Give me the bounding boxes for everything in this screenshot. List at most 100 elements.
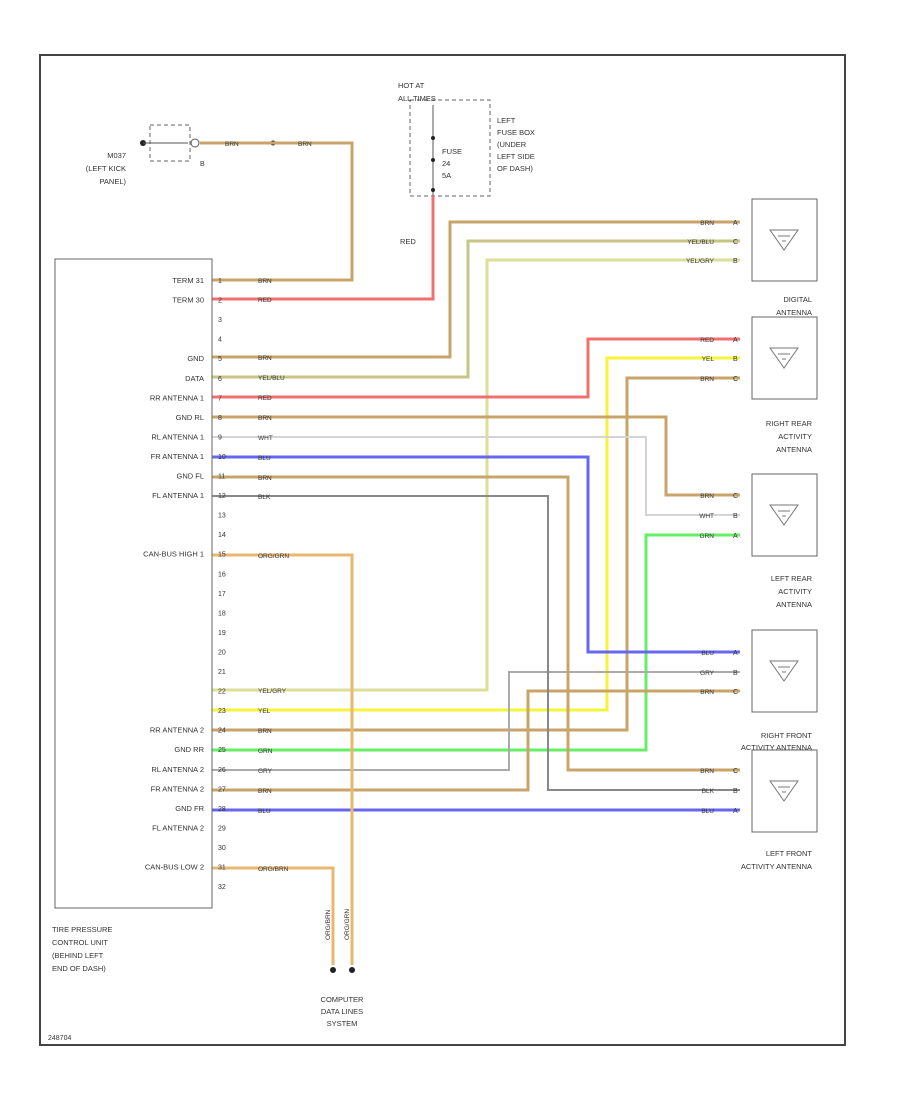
pin-label: TERM 30 — [172, 296, 204, 305]
hot-at-label-2: ALL TIMES — [398, 94, 436, 103]
left-rear-antenna-icon — [769, 504, 799, 526]
wire-lf-brn — [212, 475, 740, 772]
digital-antenna-icon — [769, 229, 799, 251]
pin-label: GND — [187, 354, 204, 363]
pin-label: RR ANTENNA 2 — [150, 726, 204, 735]
rr-pin-b: B — [733, 356, 738, 363]
wire-label-p23: YEL — [258, 708, 271, 715]
wire-label-rf2: GRY — [700, 670, 715, 677]
pin-label: RL ANTENNA 2 — [151, 765, 204, 774]
pin-label: FR ANTENNA 2 — [151, 784, 204, 793]
fuse-symbol — [431, 105, 435, 196]
pin-number: 20 — [218, 650, 226, 657]
wire-lf-blk — [212, 495, 740, 791]
right-front-antenna-box — [751, 629, 818, 713]
wire-label-lr1: BRN — [700, 493, 714, 500]
wire-label-lf3: BLU — [701, 808, 714, 815]
wire-label-p27: BRN — [258, 788, 272, 795]
wire-label-lr3: GRN — [700, 533, 715, 540]
wire-lr-grn — [212, 533, 740, 752]
right-rear-label-3: ANTENNA — [776, 445, 812, 454]
digital-antenna-label-2: ANTENNA — [776, 308, 812, 317]
pin-number: 19 — [218, 630, 226, 637]
pin-label: GND RL — [176, 413, 204, 422]
wire-label-p7: RED — [258, 395, 272, 402]
lr-pin-a: A — [733, 533, 738, 540]
wire-canbus-low — [212, 866, 335, 965]
wire-label-p31: ORG/BRN — [258, 866, 289, 873]
rf-pin-a: A — [733, 650, 738, 657]
ground-label-2: (LEFT KICK — [86, 164, 126, 173]
fuse-box-outline — [409, 99, 491, 197]
wire-label-p9: WHT — [258, 435, 273, 442]
pin-number: 18 — [218, 610, 226, 617]
pin-number: 22 — [218, 689, 226, 696]
pin-number: 29 — [218, 825, 226, 832]
wire-digital-brn — [212, 220, 740, 359]
wire-rr-yel — [212, 356, 740, 712]
pin-number: 2 — [218, 298, 222, 305]
pin-number: 9 — [218, 434, 222, 441]
left-rear-label-1: LEFT REAR — [771, 574, 813, 583]
wire-label-p8: BRN — [258, 415, 272, 422]
pin-number: 12 — [218, 493, 226, 500]
wire-label-p26: GRY — [258, 768, 273, 775]
pin-number: 24 — [218, 728, 226, 735]
right-rear-label-1: RIGHT REAR — [766, 419, 813, 428]
wire-label-p2: RED — [258, 297, 272, 304]
pin-number: 8 — [218, 415, 222, 422]
hot-at-label-1: HOT AT — [398, 81, 425, 90]
pin-label: GND FR — [175, 804, 204, 813]
wire-label-ground-2: BRN — [298, 141, 312, 148]
computer-data-label-3: SYSTEM — [327, 1019, 358, 1028]
dig-pin-a: A — [733, 220, 738, 227]
wire-label-cd1: ORG/BRN — [325, 909, 332, 940]
right-front-antenna-icon — [769, 660, 799, 682]
pin-number: 16 — [218, 571, 226, 578]
lr-pin-b: B — [733, 513, 738, 520]
pin-number: 27 — [218, 786, 226, 793]
left-rear-label-3: ANTENNA — [776, 600, 812, 609]
wire-label-dig2: YEL/BLU — [687, 239, 714, 246]
fuse-box-label-4: LEFT SIDE — [497, 152, 535, 161]
rr-pin-c: C — [733, 376, 738, 383]
lf-pin-b: B — [733, 788, 738, 795]
pin-number: 31 — [218, 865, 226, 872]
wire-ground-brn — [200, 141, 354, 282]
wire-rf-blu — [212, 455, 740, 654]
wire-label-p11: BRN — [258, 475, 272, 482]
wire-label-dig1: BRN — [700, 220, 714, 227]
fuse-box-label-1: LEFT — [497, 116, 516, 125]
wire-label-lr2: WHT — [699, 513, 714, 520]
right-rear-antenna-icon — [769, 347, 799, 369]
pin-number: 25 — [218, 747, 226, 754]
wire-label-p24: BRN — [258, 728, 272, 735]
fuse-label-3: 5A — [442, 171, 451, 180]
antenna-pin-letters: A C B A B C C B A A B C C B A — [733, 220, 738, 815]
pin-number: 10 — [218, 454, 226, 461]
wire-label-p10: BLU — [258, 455, 271, 462]
footer-code: 248704 — [48, 1035, 71, 1042]
wire-label-p22: YEL/GRY — [258, 688, 287, 695]
wire-label-p15: ORG/GRN — [258, 553, 289, 560]
digital-antenna-label-1: DIGITAL — [783, 295, 812, 304]
pin-label: FR ANTENNA 1 — [151, 452, 204, 461]
wire-label-lf1: BRN — [700, 768, 714, 775]
rf-pin-b: B — [733, 670, 738, 677]
computer-data-label-1: COMPUTER — [321, 995, 365, 1004]
computer-data-label-2: DATA LINES — [321, 1007, 363, 1016]
cd-terminal-2 — [349, 967, 355, 973]
pin-number: 4 — [218, 337, 222, 344]
wire-label-rf3: BRN — [700, 689, 714, 696]
pin-label: TERM 31 — [172, 276, 204, 285]
wire-label-p28: BLU — [258, 808, 271, 815]
digital-antenna-box — [751, 198, 818, 282]
wire-label-p5: BRN — [258, 355, 272, 362]
pin-number: 32 — [218, 884, 226, 891]
antenna-boxes — [751, 198, 818, 833]
pin-number: 11 — [218, 474, 225, 481]
wire-label-rr1: RED — [700, 337, 714, 344]
left-front-label-1: LEFT FRONT — [766, 849, 813, 858]
